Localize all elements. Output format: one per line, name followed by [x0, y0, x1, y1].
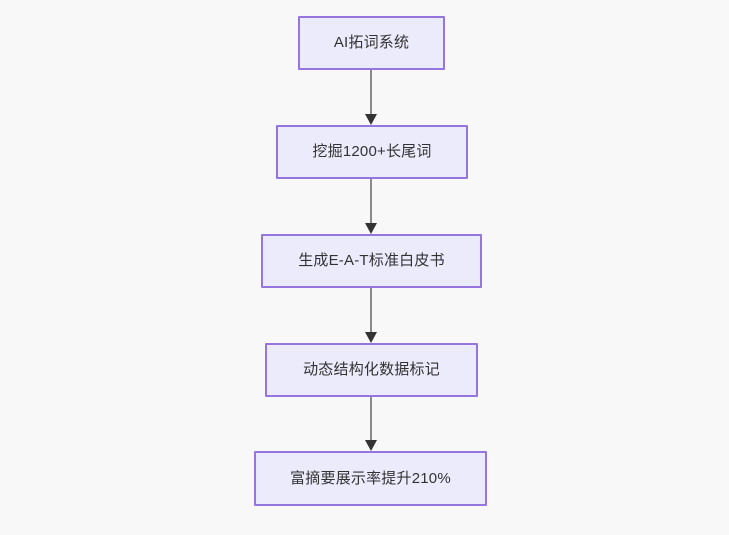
flow-node-label: 富摘要展示率提升210% [290, 469, 451, 487]
connector-arrow-3 [365, 288, 377, 343]
flow-node-generate-eat-whitepaper[interactable]: 生成E-A-T标准白皮书 [261, 234, 482, 288]
flow-node-label: 生成E-A-T标准白皮书 [298, 252, 445, 269]
flow-node-dynamic-structured-data-markup[interactable]: 动态结构化数据标记 [265, 343, 478, 397]
connector-arrow-4 [365, 397, 377, 451]
flow-node-label: AI拓词系统 [333, 34, 410, 51]
connector-arrow-2 [365, 179, 377, 234]
connector-arrow-1 [365, 70, 377, 125]
flow-node-ai-keyword-system[interactable]: AI拓词系统 [298, 16, 445, 70]
flow-node-rich-snippet-impression-lift[interactable]: 富摘要展示率提升210% [254, 451, 487, 506]
flow-node-mine-longtail-keywords[interactable]: 挖掘1200+长尾词 [276, 125, 468, 179]
flow-node-label: 动态结构化数据标记 [303, 361, 440, 378]
flow-node-label: 挖掘1200+长尾词 [312, 143, 432, 160]
